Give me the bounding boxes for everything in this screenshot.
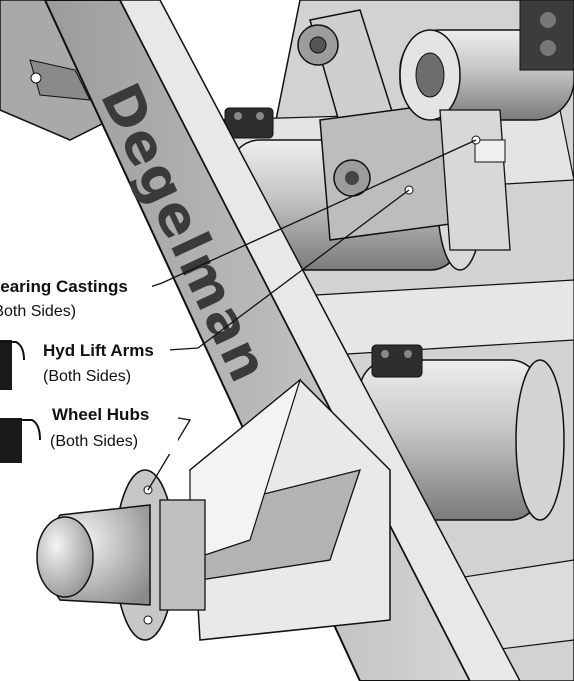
leader-bearing-castings — [149, 139, 477, 288]
callout-leaders — [147, 139, 477, 491]
wheel-hub-assembly — [36, 378, 391, 641]
u-bolt-clamp-lower — [371, 344, 423, 378]
callout-hyd-lift-arms-subtitle: (Both Sides) — [43, 368, 131, 385]
callout-hyd-lift-arms: Hyd Lift Arms (Both Sides) — [40, 335, 170, 387]
callout-bearing-castings-subtitle: (Both Sides) — [0, 303, 76, 320]
u-bolt-clamp-upper — [224, 107, 274, 139]
leader-hyd-lift-arms — [167, 189, 410, 351]
callout-wheel-hubs-title: Wheel Hubs — [52, 405, 149, 424]
callout-hyd-lift-arms-title: Hyd Lift Arms — [43, 341, 154, 360]
callout-wheel-hubs: Wheel Hubs (Both Sides) — [50, 402, 178, 454]
leader-wheel-hubs — [147, 417, 192, 491]
hydraulic-lift-arm — [297, 9, 481, 241]
bearing-casting — [399, 0, 574, 251]
edge-markers — [0, 340, 41, 463]
callout-bearing-castings-title: Bearing Castings — [0, 277, 128, 296]
callout-bearing-castings: Bearing Castings (Both Sides) — [0, 270, 152, 320]
callout-wheel-hubs-subtitle: (Both Sides) — [50, 433, 138, 450]
